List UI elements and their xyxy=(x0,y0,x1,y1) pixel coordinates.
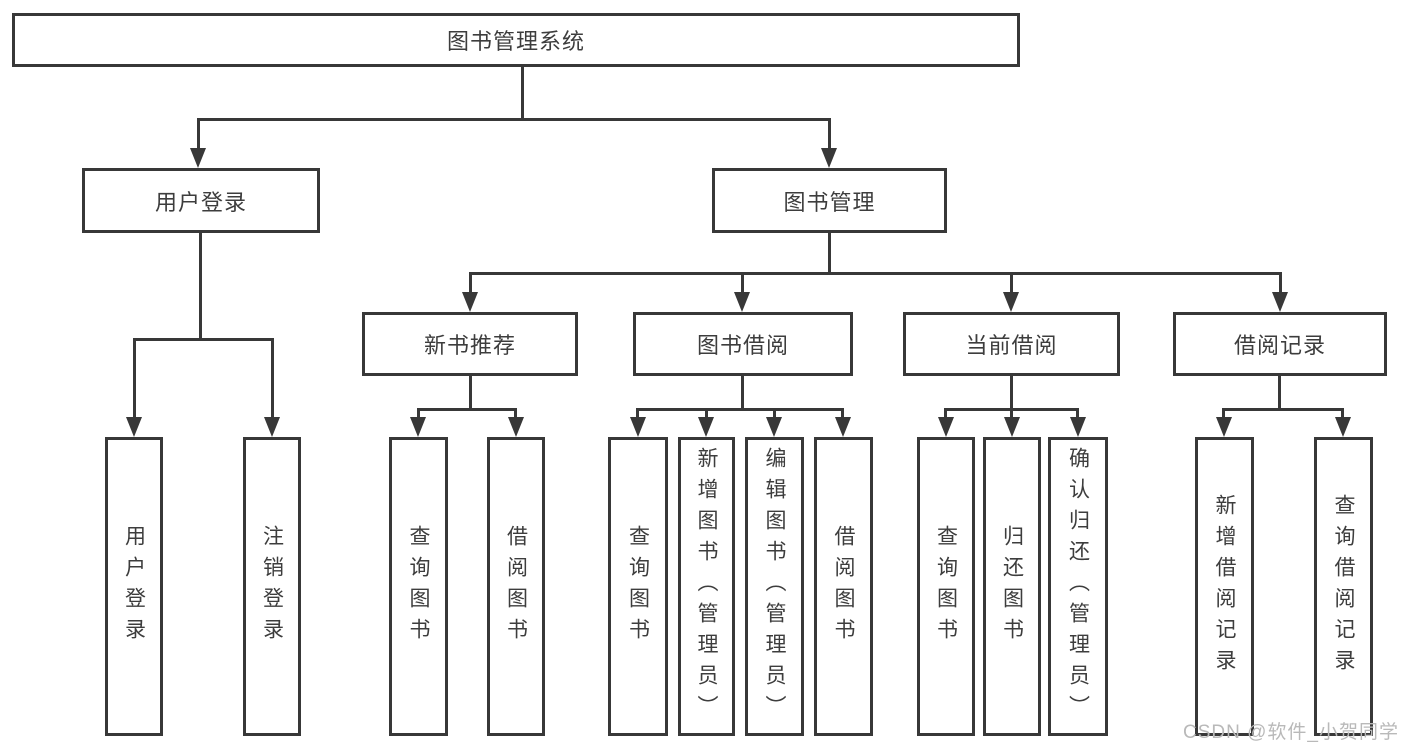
node-label: 借阅记录 xyxy=(1233,333,1326,358)
node-borrow-records: 借阅记录 xyxy=(1173,312,1387,376)
arrow-down-icon xyxy=(766,417,782,437)
arrow-down-icon xyxy=(938,417,954,437)
connector-line-v xyxy=(514,408,517,420)
connector-line-v xyxy=(469,272,472,294)
arrow-down-icon xyxy=(1003,292,1019,312)
node-user-login: 用户登录 xyxy=(82,168,320,233)
node-label: 用户登录 xyxy=(122,524,146,649)
node-label: 查询借阅记录 xyxy=(1332,493,1355,680)
node-label: 注销登录 xyxy=(260,524,284,649)
arrow-down-icon xyxy=(1272,292,1288,312)
node-label: 新增借阅记录 xyxy=(1213,493,1236,680)
connector-line-h xyxy=(418,408,516,411)
leaf-return-books: 归还图书 xyxy=(983,437,1041,736)
connector-line-v xyxy=(1279,272,1282,294)
node-label: 图书借阅 xyxy=(696,333,789,358)
connector-line-v xyxy=(133,338,136,420)
node-new-book-recommend: 新书推荐 xyxy=(362,312,578,376)
connector-line-v xyxy=(197,118,200,152)
connector-line-v xyxy=(636,408,639,420)
arrow-down-icon xyxy=(190,148,206,168)
connector-line-v xyxy=(828,231,831,275)
connector-line-v xyxy=(1010,408,1013,420)
node-label: 新书推荐 xyxy=(423,333,516,358)
node-label: 查询图书 xyxy=(934,524,958,649)
connector-line-v xyxy=(199,231,202,339)
connector-line-v xyxy=(705,408,708,420)
connector-line-v xyxy=(741,374,744,410)
connector-line-v xyxy=(469,374,472,410)
arrow-down-icon xyxy=(508,417,524,437)
leaf-borrow-books-2: 借阅图书 xyxy=(814,437,873,736)
node-label: 查询图书 xyxy=(407,524,430,649)
connector-line-h xyxy=(469,272,1282,275)
leaf-query-books-2: 查询图书 xyxy=(608,437,668,736)
leaf-query-borrow-record: 查询借阅记录 xyxy=(1314,437,1373,736)
node-label: 图书管理系统 xyxy=(446,29,585,54)
node-book-borrow: 图书借阅 xyxy=(633,312,853,376)
node-label: 借阅图书 xyxy=(504,524,528,649)
connector-line-h xyxy=(638,408,844,411)
leaf-user-login: 用户登录 xyxy=(105,437,163,736)
node-label: 当前借阅 xyxy=(965,333,1058,358)
connector-line-h xyxy=(134,338,274,341)
leaf-confirm-return-admin: 确认归还（管理员） xyxy=(1048,437,1108,736)
connector-line-v xyxy=(521,66,524,118)
arrow-down-icon xyxy=(821,148,837,168)
connector-line-v xyxy=(1010,272,1013,294)
leaf-query-books-3: 查询图书 xyxy=(917,437,975,736)
arrow-down-icon xyxy=(410,417,426,437)
connector-line-v xyxy=(1341,408,1344,420)
connector-line-v xyxy=(1222,408,1225,420)
node-label: 确认归还（管理员） xyxy=(1066,447,1090,726)
arrow-down-icon xyxy=(1070,417,1086,437)
arrow-down-icon xyxy=(1335,417,1351,437)
connector-line-v xyxy=(1010,374,1013,410)
leaf-edit-books-admin: 编辑图书（管理员） xyxy=(745,437,804,736)
connector-line-v xyxy=(773,408,776,420)
node-label: 查询图书 xyxy=(626,524,650,649)
leaf-add-borrow-record: 新增借阅记录 xyxy=(1195,437,1254,736)
connector-line-v xyxy=(1076,408,1079,420)
node-current-borrow: 当前借阅 xyxy=(903,312,1120,376)
arrow-down-icon xyxy=(264,417,280,437)
node-label: 新增图书（管理员） xyxy=(695,447,718,726)
connector-line-v xyxy=(944,408,947,420)
connector-line-v xyxy=(271,338,274,420)
arrow-down-icon xyxy=(630,417,646,437)
connector-line-h xyxy=(197,118,831,121)
arrow-down-icon xyxy=(1216,417,1232,437)
node-label: 借阅图书 xyxy=(832,524,855,649)
leaf-borrow-books-1: 借阅图书 xyxy=(487,437,545,736)
node-label: 图书管理 xyxy=(783,189,876,215)
leaf-add-books-admin: 新增图书（管理员） xyxy=(678,437,735,736)
arrow-down-icon xyxy=(734,292,750,312)
connector-line-v xyxy=(741,272,744,294)
arrow-down-icon xyxy=(835,417,851,437)
watermark: CSDN @软件_小贺同学 xyxy=(1183,722,1399,743)
node-book-management: 图书管理 xyxy=(712,168,947,233)
node-label: 归还图书 xyxy=(1000,524,1024,649)
leaf-logout: 注销登录 xyxy=(243,437,301,736)
arrow-down-icon xyxy=(1004,417,1020,437)
arrow-down-icon xyxy=(462,292,478,312)
connector-line-v xyxy=(828,118,831,152)
connector-line-v xyxy=(1278,374,1281,410)
node-label: 编辑图书（管理员） xyxy=(763,447,786,726)
connector-line-v xyxy=(841,408,844,420)
arrow-down-icon xyxy=(698,417,714,437)
connector-line-h xyxy=(1224,408,1344,411)
connector-line-v xyxy=(417,408,420,420)
leaf-query-books-1: 查询图书 xyxy=(389,437,448,736)
node-library-management-system: 图书管理系统 xyxy=(12,13,1020,67)
node-label: 用户登录 xyxy=(154,189,247,215)
arrow-down-icon xyxy=(126,417,142,437)
